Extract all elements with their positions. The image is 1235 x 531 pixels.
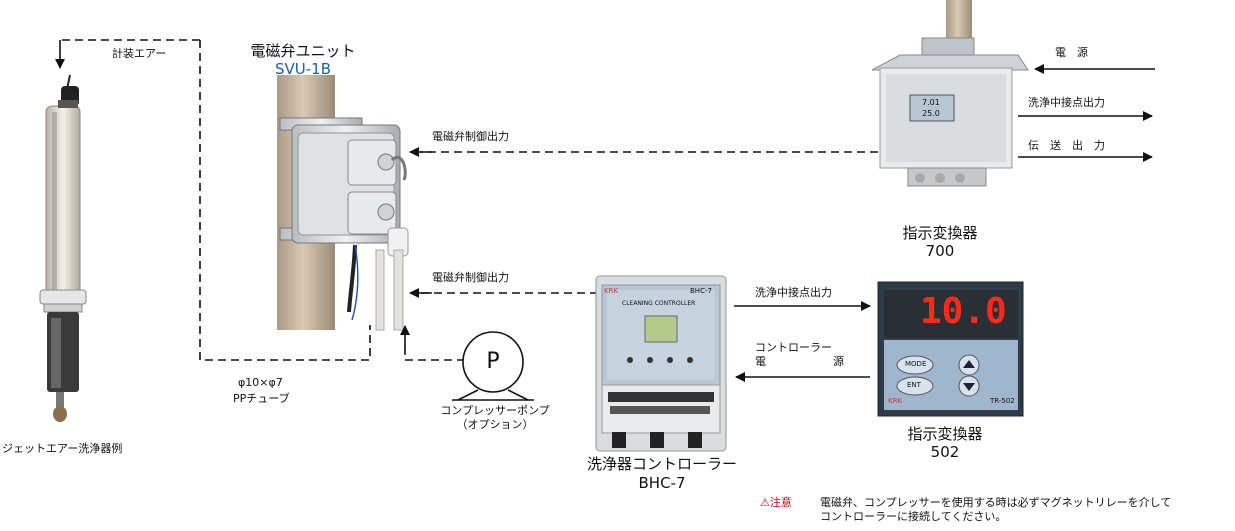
caution-label: ⚠注意	[760, 496, 792, 509]
pump-symbol	[452, 331, 534, 401]
conv502-ent-button: ENT	[907, 381, 921, 389]
power-label: 電 源	[1055, 46, 1088, 59]
controller-502-arrows	[734, 301, 871, 382]
valve-unit-title: 電磁弁ユニット	[250, 42, 356, 60]
bhc-brand: KRK	[604, 287, 619, 295]
valve-unit-model: SVU-1B	[274, 60, 331, 78]
controller-power-label-1: コントローラー	[755, 341, 832, 354]
conv700-reading-2: 25.0	[922, 109, 940, 118]
controller-power-label-2a: 電	[755, 355, 766, 368]
controller-name: 洗浄器コントローラー	[586, 455, 737, 473]
conv502-name: 指示変換器	[907, 425, 983, 443]
conv700-name: 指示変換器	[902, 224, 978, 242]
controller-power-label-2b: 源	[833, 355, 844, 368]
instrument-air-line	[55, 39, 371, 361]
conv502-mode-button: MODE	[905, 360, 927, 368]
valve-control-arrows	[409, 147, 878, 298]
caution-line-2: コントローラーに接続してください。	[820, 510, 1007, 523]
tube-name-label: PPチューブ	[233, 392, 290, 405]
cleaning-controller	[595, 275, 727, 452]
pump-to-valve-air	[400, 325, 465, 361]
solenoid-valve-unit	[277, 75, 409, 331]
conv700-arrows	[1018, 64, 1155, 162]
conv502-model: 502	[930, 443, 960, 461]
bhc-panel-title: CLEANING CONTROLLER	[622, 300, 696, 307]
pump-name-label: コンプレッサーポンプ	[440, 404, 550, 417]
instrument-air-label: 計装エアー	[112, 47, 167, 60]
wash-contact-output-502-label: 洗浄中接点出力	[755, 286, 832, 299]
conv502-brand: KRK	[888, 397, 903, 405]
valve-control-output-bottom: 電磁弁制御出力	[432, 271, 509, 284]
jet-cleaner-label: ジェットエアー洗浄器例	[2, 442, 123, 455]
controller-model: BHC-7	[638, 474, 686, 492]
wash-contact-output-700-label: 洗浄中接点出力	[1028, 96, 1105, 109]
transmission-output-label: 伝 送 出 力	[1028, 139, 1105, 152]
caution-line-1: 電磁弁、コンプレッサーを使用する時は必ずマグネットリレーを介して	[820, 496, 1172, 509]
conv700-model: 700	[925, 242, 955, 260]
conv700-reading-1: 7.01	[922, 98, 940, 107]
bhc-model-plate: BHC-7	[690, 287, 712, 295]
indicator-converter-700	[871, 0, 1029, 187]
valve-control-output-top: 電磁弁制御出力	[432, 130, 509, 143]
conv502-model-plate: TR-502	[990, 397, 1015, 405]
caution-note: ⚠注意	[760, 496, 792, 510]
conv502-display: 10.0	[920, 291, 1007, 332]
indicator-converter-502	[877, 281, 1024, 417]
pump-option-label: （オプション）	[456, 418, 534, 431]
pump-symbol-letter: P	[486, 349, 500, 374]
tube-size-label: φ10×φ7	[238, 376, 283, 389]
jet-air-cleaner	[39, 74, 87, 422]
